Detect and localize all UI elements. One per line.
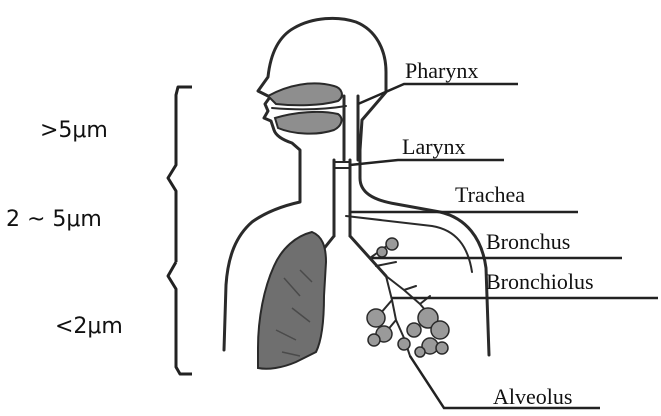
lung-left-shape [258, 232, 326, 369]
alveolus-sac [367, 309, 385, 327]
alveolus-sac [431, 321, 449, 339]
label-larynx: Larynx [402, 134, 466, 159]
alveolus-sac [398, 338, 410, 350]
nasal-oral-cavity [268, 83, 358, 160]
nasal-cavity [268, 83, 342, 105]
size-label-small: <2μm [55, 314, 123, 339]
organ-labels: Pharynx Larynx Trachea Bronchus Bronchio… [350, 58, 658, 409]
leader-pharynx [358, 84, 518, 104]
bracket-lower [168, 262, 192, 374]
alveolus-sac [368, 334, 380, 346]
alveolus-sac [377, 247, 387, 257]
shoulder-inner-outline [346, 216, 472, 272]
label-trachea: Trachea [455, 182, 525, 207]
lung-left [258, 232, 326, 369]
larynx-ring [334, 162, 350, 168]
alveolus-sac [415, 347, 425, 357]
particle-size-brackets: >5μm 2 ~ 5μm <2μm [6, 87, 192, 374]
leader-larynx [350, 160, 504, 165]
alveolus-sac [407, 323, 421, 337]
alveolus-sac [436, 342, 448, 354]
bracket-upper [168, 87, 192, 262]
size-label-large: >5μm [40, 118, 108, 143]
label-pharynx: Pharynx [405, 58, 478, 83]
trachea-tube [334, 160, 350, 236]
palate-line [272, 106, 346, 109]
label-alveolus: Alveolus [493, 384, 572, 409]
size-label-medium: 2 ~ 5μm [6, 207, 102, 232]
label-bronchiolus: Bronchiolus [486, 269, 594, 294]
label-bronchus: Bronchus [486, 229, 570, 254]
alveolus-sac [386, 238, 398, 250]
oral-cavity [275, 112, 341, 134]
